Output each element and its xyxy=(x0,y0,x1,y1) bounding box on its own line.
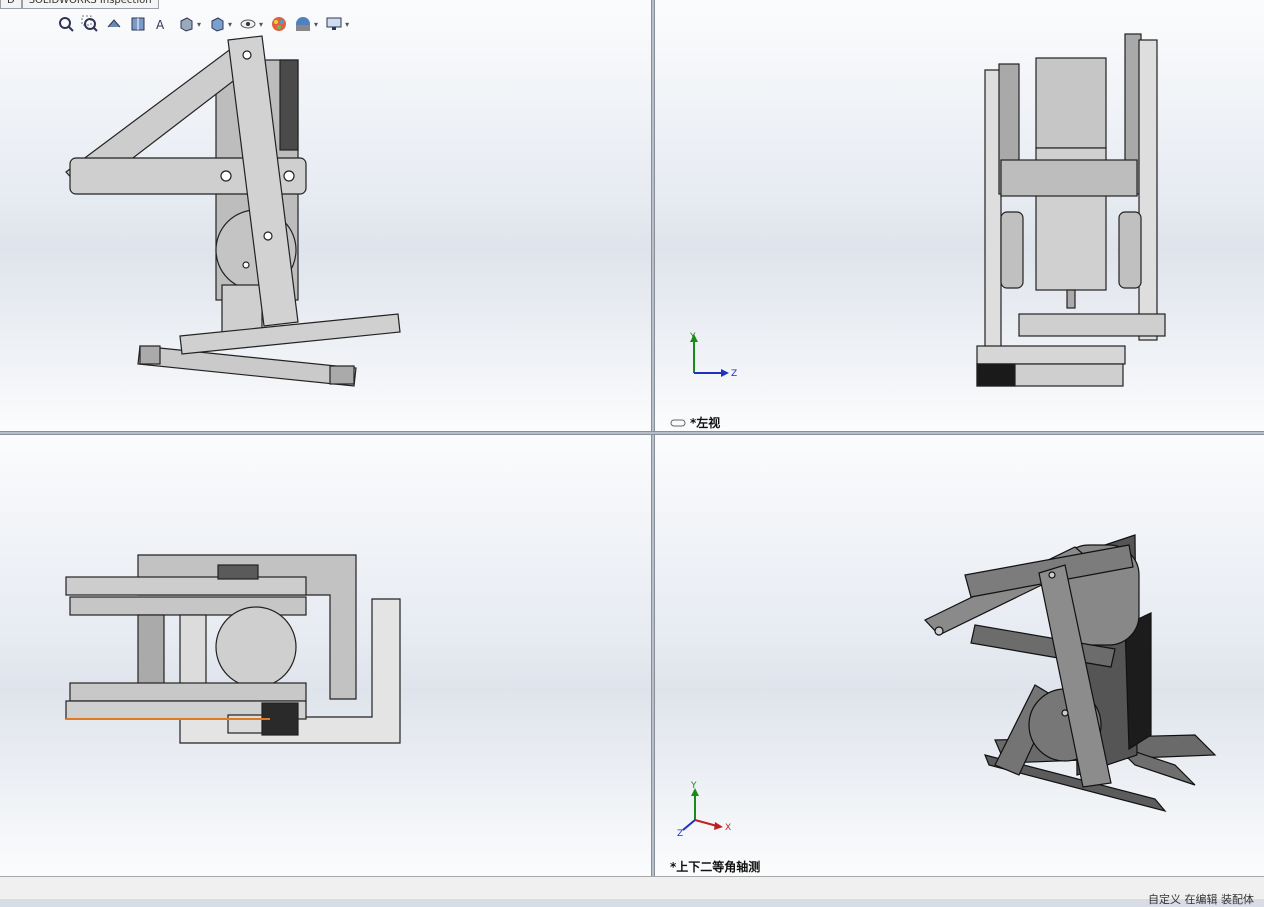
status-bar: 自定义 在编辑 装配体 xyxy=(0,876,1264,906)
svg-text:X: X xyxy=(725,823,731,833)
view-name: *上下二等角轴测 xyxy=(670,860,761,874)
apply-scene-icon[interactable] xyxy=(293,14,313,34)
tab-solidworks-inspection[interactable]: SOLIDWORKS Inspection xyxy=(21,0,159,9)
viewport-splitter-horizontal[interactable] xyxy=(0,431,1264,435)
viewport-bottom-left[interactable] xyxy=(0,435,651,876)
view-label-dimetric: *上下二等角轴测 xyxy=(670,858,760,875)
svg-text:Z: Z xyxy=(677,829,683,839)
chevron-down-icon[interactable]: ▾ xyxy=(197,19,202,29)
model-left-view[interactable] xyxy=(655,0,1264,431)
view-label-left: *左视 xyxy=(670,414,720,431)
chevron-down-icon[interactable]: ▾ xyxy=(228,19,233,29)
svg-text:Z: Z xyxy=(731,369,737,379)
coordinate-triad: Y Z xyxy=(689,332,737,379)
view-orientation-icon[interactable] xyxy=(176,14,196,34)
view-settings-icon[interactable] xyxy=(324,14,344,34)
zoom-area-icon[interactable] xyxy=(80,14,100,34)
model-top-view[interactable] xyxy=(0,435,651,876)
chevron-down-icon[interactable]: ▾ xyxy=(345,19,350,29)
section-view-icon[interactable] xyxy=(128,14,148,34)
tab-d[interactable]: D xyxy=(0,0,22,9)
dynamic-annotation-icon[interactable]: A xyxy=(152,14,172,34)
view-name: *左视 xyxy=(690,416,721,430)
svg-text:A: A xyxy=(156,18,165,32)
model-front-view[interactable] xyxy=(0,0,651,431)
zoom-to-fit-icon[interactable] xyxy=(56,14,76,34)
coordinate-triad: Y Z X xyxy=(677,781,731,839)
heads-up-view-toolbar: A ▾ ▾ ▾ ▾ ▾ xyxy=(56,12,351,36)
chevron-down-icon[interactable]: ▾ xyxy=(259,19,264,29)
hide-show-icon[interactable] xyxy=(238,14,258,34)
viewport-top-right[interactable]: Y Z *左视 xyxy=(655,0,1264,431)
edit-appearance-icon[interactable] xyxy=(269,14,289,34)
previous-view-icon[interactable] xyxy=(104,14,124,34)
chevron-down-icon[interactable]: ▾ xyxy=(314,19,319,29)
model-dimetric-view[interactable] xyxy=(655,435,1264,876)
display-style-icon[interactable] xyxy=(207,14,227,34)
svg-text:Y: Y xyxy=(690,781,697,791)
document-tabs: D SOLIDWORKS Inspection xyxy=(0,0,159,9)
viewport-top-left[interactable]: A ▾ ▾ ▾ ▾ ▾ xyxy=(0,0,651,431)
viewport-splitter-vertical[interactable] xyxy=(651,0,655,876)
link-icon xyxy=(670,419,686,426)
viewport-bottom-right[interactable]: Y Z X *上下二等角轴测 xyxy=(655,435,1264,876)
status-text: 自定义 在编辑 装配体 xyxy=(1148,893,1254,906)
svg-text:Y: Y xyxy=(689,332,696,342)
